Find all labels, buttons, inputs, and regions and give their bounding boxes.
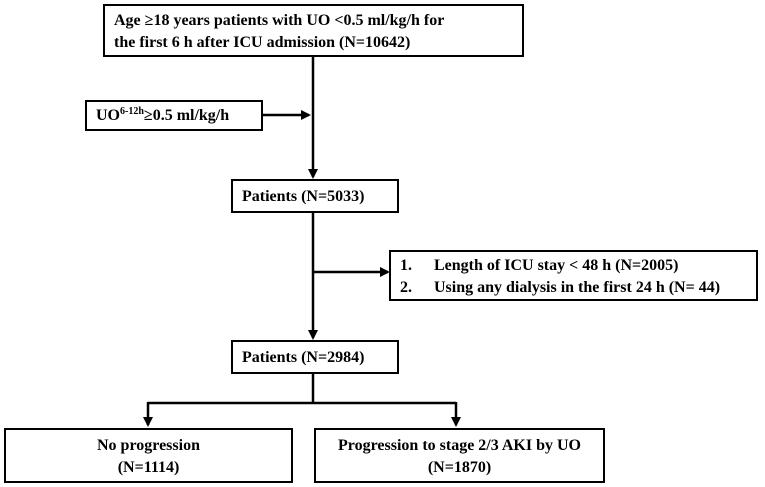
patients2-label: Patients (N=2984): [242, 349, 365, 366]
exclusion2-list: 1. Length of ICU stay < 48 h (N=2005) 2.…: [400, 255, 756, 299]
patients2-box: Patients (N=2984): [231, 340, 399, 374]
outcome-left-line1: No progression: [97, 437, 200, 454]
outcome-left-line2: (N=1114): [117, 459, 180, 476]
exclusion1-suffix: ≥0.5 ml/kg/h: [143, 107, 230, 124]
outcome-right-line1: Progression to stage 2/3 AKI by UO: [338, 437, 581, 454]
start-box: Age ≥18 years patients with UO <0.5 ml/k…: [103, 4, 524, 57]
outcome-left-box: No progression (N=1114): [4, 428, 293, 483]
exclusion2-box: 1. Length of ICU stay < 48 h (N=2005) 2.…: [389, 250, 758, 301]
exclusion2-item-text: Length of ICU stay < 48 h (N=2005): [434, 257, 679, 274]
exclusion1-box: UO6-12h≥0.5 ml/kg/h: [85, 100, 263, 131]
exclusion1-superscript: 6-12h: [120, 106, 144, 117]
exclusion2-item: 1. Length of ICU stay < 48 h (N=2005): [400, 255, 756, 277]
exclusion2-item-text: Using any dialysis in the first 24 h (N=…: [434, 279, 721, 296]
exclusion2-item: 2. Using any dialysis in the first 24 h …: [400, 277, 756, 299]
exclusion2-item-num: 1.: [400, 257, 412, 274]
start-box-line1: Age ≥18 years patients with UO <0.5 ml/k…: [114, 12, 445, 29]
patients1-box: Patients (N=5033): [231, 179, 399, 213]
exclusion1-prefix: UO: [96, 107, 120, 124]
outcome-right-box: Progression to stage 2/3 AKI by UO (N=18…: [314, 428, 605, 483]
patients1-label: Patients (N=5033): [242, 188, 365, 205]
exclusion2-item-num: 2.: [400, 279, 412, 296]
start-box-line2: the first 6 h after ICU admission (N=106…: [114, 34, 411, 51]
outcome-right-line2: (N=1870): [427, 459, 492, 476]
